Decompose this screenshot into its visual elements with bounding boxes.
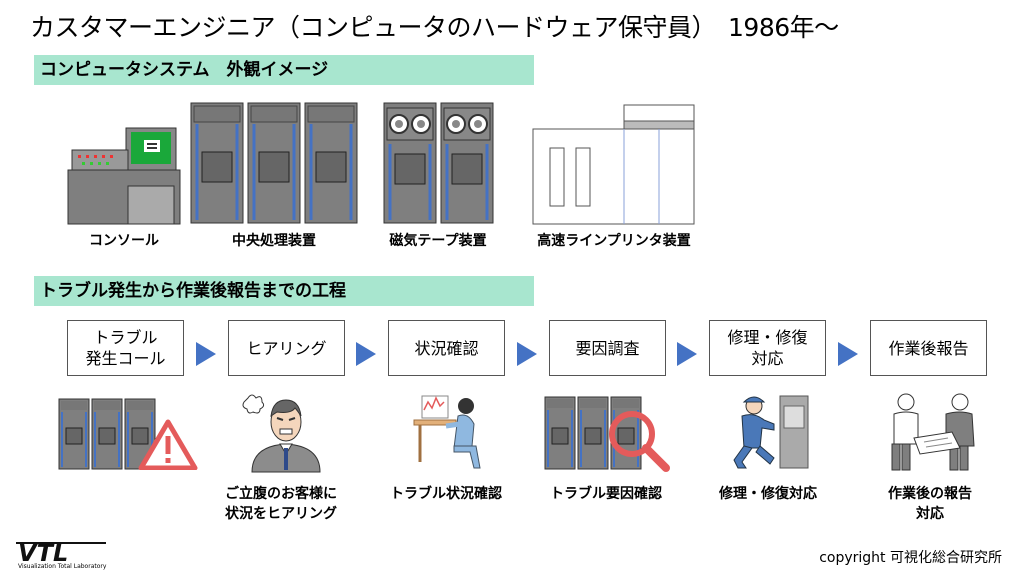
caption-printer: 高速ラインプリンタ装置 — [537, 233, 691, 249]
caption-cause: トラブル要因確認 — [550, 486, 662, 502]
step-cause-investigation: 要因調査 — [549, 320, 666, 376]
copyright-text: copyright 可視化総合研究所 — [819, 550, 1002, 566]
step-repair: 修理・修復 対応 — [709, 320, 826, 376]
step-trouble-call: トラブル 発生コール — [67, 320, 184, 376]
magnifier-cabinet-icon — [544, 396, 670, 472]
arrow-icon — [356, 342, 376, 366]
caption-console: コンソール — [89, 233, 159, 249]
warning-cabinet-icon — [58, 398, 198, 470]
caption-report: 作業後の報告対応 — [888, 486, 972, 522]
caption-status-check: トラブル状況確認 — [390, 486, 502, 502]
step-hearing: ヒアリング — [228, 320, 345, 376]
arrow-icon — [196, 342, 216, 366]
angry-customer-icon — [242, 394, 321, 473]
cpu-cabinet-icon — [190, 102, 358, 224]
tape-drive-icon — [383, 102, 494, 224]
arrow-icon — [838, 342, 858, 366]
vtl-logo: VTL — [16, 540, 106, 564]
repair-engineer-icon — [733, 395, 809, 469]
caption-tape: 磁気テープ装置 — [389, 233, 487, 249]
caption-cpu: 中央処理装置 — [232, 233, 316, 249]
section-heading-process: トラブル発生から作業後報告までの工程 — [34, 276, 534, 306]
caption-repair: 修理・修復対応 — [719, 486, 817, 502]
arrow-icon — [677, 342, 697, 366]
engineer-pc-icon — [413, 395, 481, 469]
console-icon — [67, 127, 181, 225]
page-title: カスタマーエンジニア（コンピュータのハードウェア保守員） 1986年～ — [30, 13, 839, 42]
report-meeting-icon — [891, 393, 975, 471]
caption-hearing: ご立腹のお客様に 状況をヒアリング — [225, 486, 337, 522]
arrow-icon — [517, 342, 537, 366]
logo-subtitle: Visualization Total Laboratory — [18, 563, 107, 570]
line-printer-icon — [532, 104, 695, 225]
step-report: 作業後報告 — [870, 320, 987, 376]
section-heading-system: コンピュータシステム 外観イメージ — [34, 55, 534, 85]
step-status-check: 状況確認 — [388, 320, 505, 376]
